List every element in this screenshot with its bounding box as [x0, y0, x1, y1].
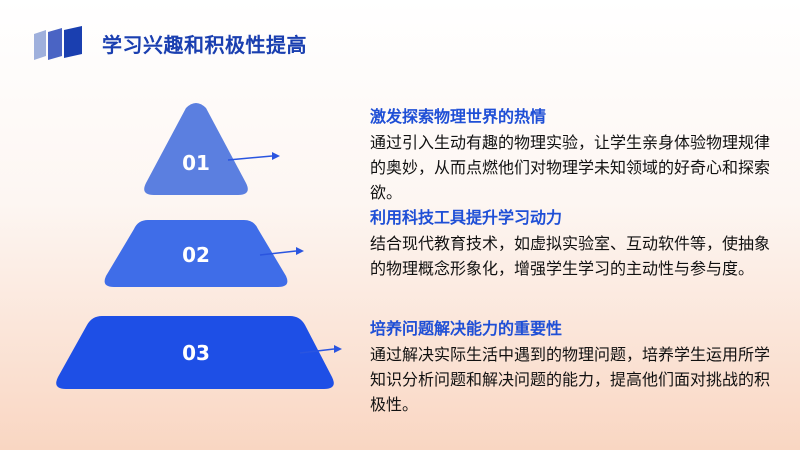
tier-number-2: 02 — [182, 243, 210, 267]
block-body: 通过解决实际生活中遇到的物理问题，培养学生运用所学知识分析问题和解决问题的能力，… — [370, 345, 771, 414]
logo-icon — [34, 26, 82, 60]
pyramid-tier-1 — [144, 103, 248, 195]
arrow-icon — [299, 345, 342, 354]
tier-number-3: 03 — [182, 341, 210, 365]
block-heading: 培养问题解决能力的重要性 — [370, 319, 563, 338]
block-heading: 激发探索物理世界的热情 — [370, 107, 547, 126]
pyramid-tier-2 — [104, 220, 288, 287]
pyramid-tier-3 — [56, 316, 334, 389]
tier-number-1: 01 — [182, 151, 210, 175]
content-block-3: 培养问题解决能力的重要性 通过解决实际生活中遇到的物理问题，培养学生运用所学知识… — [370, 318, 770, 417]
arrow-icon — [259, 247, 304, 256]
arrow-icon — [227, 152, 280, 161]
content-block-1: 激发探索物理世界的热情 通过引入生动有趣的物理实验，让学生亲身体验物理规律的奥妙… — [370, 106, 770, 205]
block-body: 结合现代教育技术，如虚拟实验室、互动软件等，使抽象的物理概念形象化，增强学生学习… — [370, 234, 771, 278]
block-heading: 利用科技工具提升学习动力 — [370, 208, 563, 227]
content-block-2: 利用科技工具提升学习动力 结合现代教育技术，如虚拟实验室、互动软件等，使抽象的物… — [370, 207, 770, 281]
page-title: 学习兴趣和积极性提高 — [102, 33, 307, 57]
block-body: 通过引入生动有趣的物理实验，让学生亲身体验物理规律的奥妙，从而点燃他们对物理学未… — [370, 133, 771, 202]
